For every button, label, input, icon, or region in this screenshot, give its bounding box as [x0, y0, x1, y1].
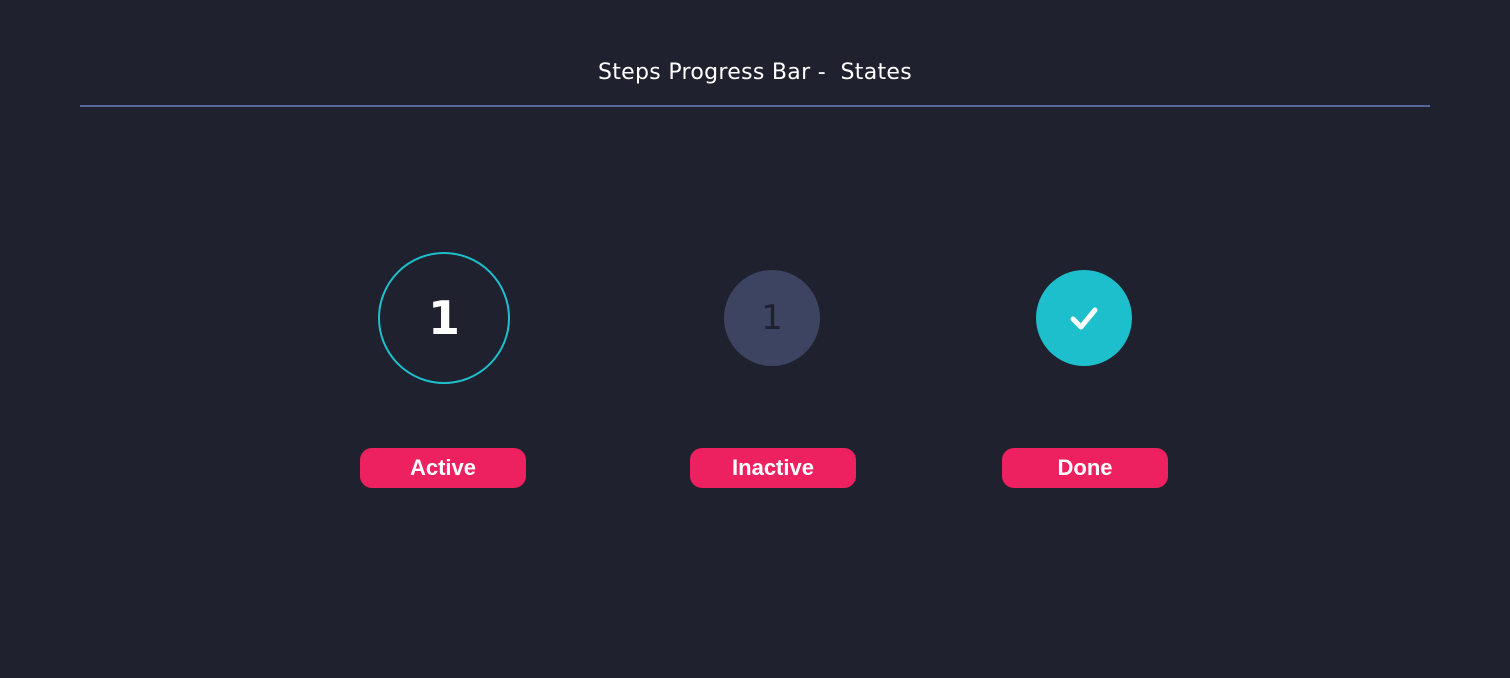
state-badge-active: Active	[360, 448, 526, 488]
step-number-inactive: 1	[761, 298, 783, 338]
state-badge-done: Done	[1002, 448, 1168, 488]
step-circle-active[interactable]: 1	[378, 252, 510, 384]
step-circle-done[interactable]	[1036, 270, 1132, 366]
page-title: Steps Progress Bar - States	[597, 60, 913, 85]
step-circle-inactive[interactable]: 1	[724, 270, 820, 366]
state-badge-inactive: Inactive	[690, 448, 856, 488]
check-icon	[1070, 307, 1098, 330]
step-number-active: 1	[427, 291, 460, 345]
header-divider	[80, 105, 1430, 107]
